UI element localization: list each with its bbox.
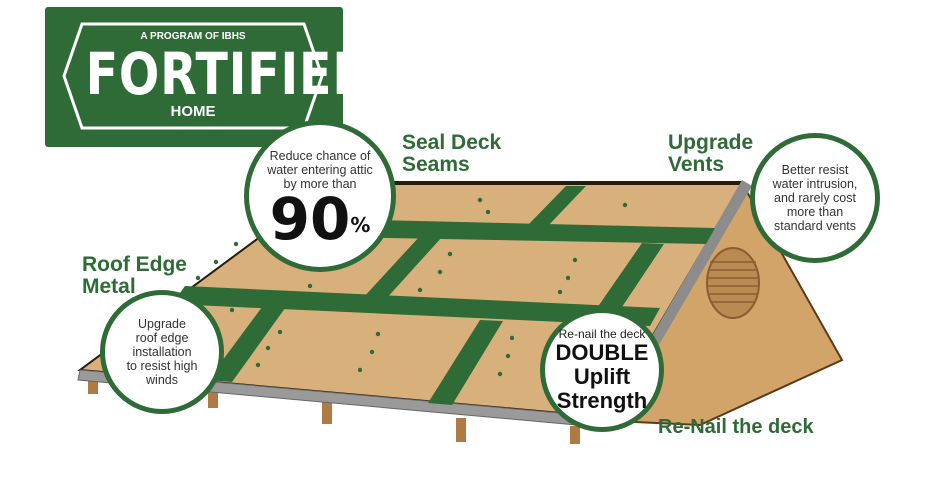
percent-number: 90 bbox=[269, 185, 351, 253]
heading-renail-the-deck: Re-Nail the deck bbox=[658, 416, 814, 438]
logo-title: FORTIFIED bbox=[85, 40, 373, 108]
rafter-tail bbox=[208, 390, 218, 408]
circle-text: and rarely cost bbox=[774, 191, 856, 205]
circle-text: by more than bbox=[283, 177, 357, 191]
heading-line: Vents bbox=[668, 153, 725, 176]
renail-stat-line: Uplift bbox=[573, 364, 631, 389]
heading-upgrade-vents: Upgrade Vents bbox=[668, 132, 753, 176]
circle-text: roof edge bbox=[135, 331, 189, 345]
seam-tape bbox=[428, 320, 503, 405]
circle-text: Upgrade bbox=[138, 317, 186, 331]
circle-text: more than bbox=[786, 205, 844, 219]
heading-roof-edge-metal: Roof Edge Metal bbox=[82, 254, 187, 298]
rafter-tail bbox=[88, 378, 98, 394]
logo-program-text: A PROGRAM OF IBHS bbox=[140, 31, 246, 42]
gable-vent bbox=[706, 247, 760, 319]
seam-tape bbox=[172, 286, 660, 326]
seam-tape bbox=[208, 303, 288, 382]
circle-text: standard vents bbox=[774, 219, 856, 233]
circle-text: water entering attic bbox=[267, 163, 373, 177]
circle-text: to resist high bbox=[126, 359, 198, 373]
roof-edge-circle: Upgrade roof edge installation to resist… bbox=[100, 290, 224, 414]
circle-text: water intrusion, bbox=[772, 177, 858, 191]
heading-line: Seams bbox=[402, 153, 470, 176]
logo-text-group: A PROGRAM OF IBHS FORTIFIED HOME bbox=[62, 22, 373, 130]
nail-dots bbox=[195, 197, 628, 377]
rafter-tail bbox=[570, 426, 580, 444]
seam-tape bbox=[597, 243, 664, 310]
renail-stat-line: DOUBLE bbox=[555, 340, 649, 365]
seal-deck-circle: Reduce chance of water entering attic by… bbox=[244, 120, 396, 272]
percent-unit: % bbox=[350, 213, 371, 237]
heading-line: Metal bbox=[82, 275, 136, 298]
circle-text: installation bbox=[132, 345, 192, 359]
seam-tape bbox=[527, 186, 586, 228]
renail-stat-line: Strength bbox=[556, 388, 648, 413]
seam-tape bbox=[362, 236, 442, 300]
circle-text: Reduce chance of bbox=[269, 149, 371, 163]
logo-subtitle: HOME bbox=[170, 103, 216, 120]
heading-line: Roof Edge bbox=[82, 253, 187, 276]
circle-text: Better resist bbox=[781, 163, 849, 177]
percent-stat: 90% bbox=[270, 190, 371, 248]
upgrade-vents-circle: Better resist water intrusion, and rarel… bbox=[750, 133, 880, 263]
renail-caption: Re-nail the deck bbox=[558, 327, 646, 341]
rafter-tail bbox=[456, 418, 466, 442]
heading-line: Upgrade bbox=[668, 131, 754, 154]
rafter-tail bbox=[322, 402, 332, 424]
heading-line: Seal Deck bbox=[402, 131, 502, 154]
renail-circle: Re-nail the deck DOUBLE Uplift Strength bbox=[540, 308, 664, 432]
circle-text: winds bbox=[146, 373, 178, 387]
heading-seal-deck-seams: Seal Deck Seams bbox=[402, 132, 501, 176]
